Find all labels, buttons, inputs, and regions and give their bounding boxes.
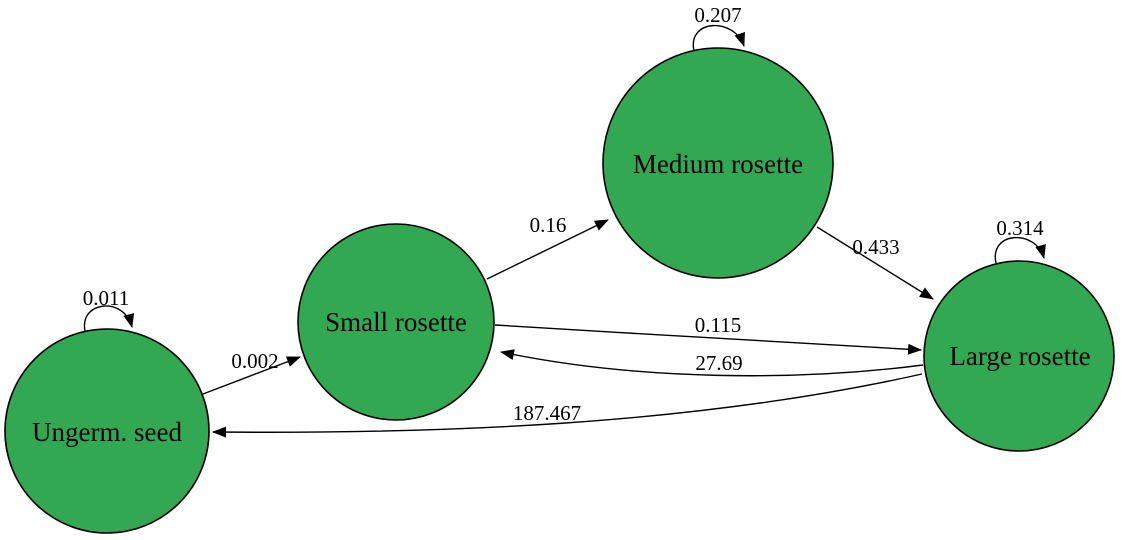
node-label-small-rosette: Small rosette: [325, 307, 467, 337]
edge-label-large-rosette-to-ungerm-seed: 187.467: [513, 401, 581, 425]
edge-large-rosette-to-ungerm-seed: 187.467: [212, 373, 923, 438]
self-loop-medium-rosette: 0.207: [692, 3, 745, 52]
node-label-large-rosette: Large rosette: [949, 341, 1090, 371]
node-circle-small-rosette: [297, 223, 495, 421]
node-label-medium-rosette: Medium rosette: [633, 149, 803, 179]
self-loop-label-medium-rosette: 0.207: [694, 3, 741, 27]
edge-line-large-rosette-to-small-rosette: [500, 349, 924, 377]
edge-large-rosette-to-small-rosette: 27.69: [500, 349, 924, 377]
node-circle-medium-rosette: [602, 47, 834, 279]
edge-line-large-rosette-to-ungerm-seed: [212, 373, 923, 438]
edge-label-large-rosette-to-small-rosette: 27.69: [695, 351, 742, 375]
node-circle-ungerm-seed: [4, 328, 210, 534]
self-loop-arc-large-rosette: [994, 236, 1046, 264]
self-loop-arc-medium-rosette: [692, 24, 745, 52]
edge-small-rosette-to-medium-rosette: 0.16: [486, 213, 609, 280]
node-circle-large-rosette: [923, 260, 1115, 452]
edge-medium-rosette-to-large-rosette: 0.433: [816, 226, 934, 300]
node-medium-rosette: Medium rosette: [602, 47, 834, 279]
edge-line-small-rosette-to-medium-rosette: [486, 219, 609, 280]
edge-ungerm-seed-to-small-rosette: 0.002: [202, 349, 301, 395]
self-loop-label-ungerm-seed: 0.011: [83, 286, 129, 310]
self-loop-ungerm-seed: 0.011: [83, 286, 135, 332]
node-label-ungerm-seed: Ungerm. seed: [32, 417, 182, 447]
node-ungerm-seed: Ungerm. seed: [4, 328, 210, 534]
self-loop-arc-ungerm-seed: [83, 305, 135, 332]
edge-line-ungerm-seed-to-small-rosette: [202, 356, 301, 395]
edge-line-small-rosette-to-large-rosette: [494, 324, 922, 355]
edge-label-small-rosette-to-medium-rosette: 0.16: [530, 213, 567, 237]
self-loop-label-large-rosette: 0.314: [996, 216, 1044, 240]
node-large-rosette: Large rosette: [923, 260, 1115, 452]
edge-label-ungerm-seed-to-small-rosette: 0.002: [231, 349, 278, 373]
edge-line-medium-rosette-to-large-rosette: [816, 226, 934, 300]
edge-small-rosette-to-large-rosette: 0.115: [494, 313, 922, 355]
node-small-rosette: Small rosette: [297, 223, 495, 421]
self-loop-large-rosette: 0.314: [994, 216, 1046, 264]
edge-label-medium-rosette-to-large-rosette: 0.433: [852, 235, 899, 259]
edge-label-small-rosette-to-large-rosette: 0.115: [695, 313, 741, 337]
